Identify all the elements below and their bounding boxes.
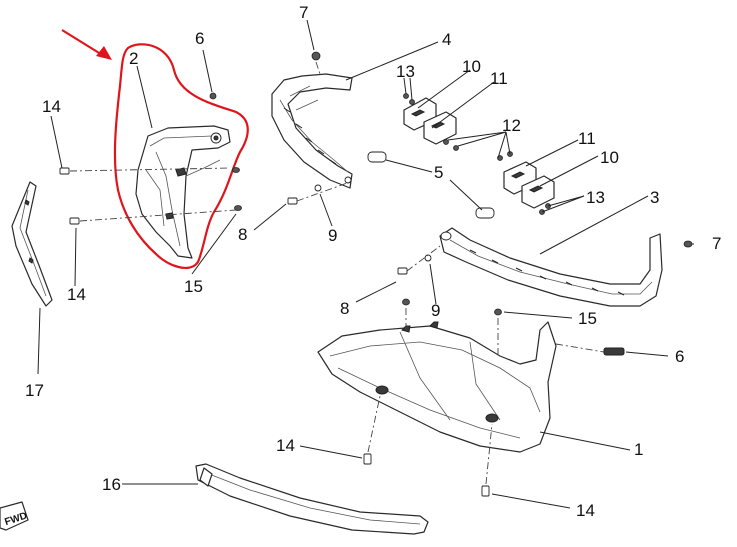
part-4-upper-bar [271, 73, 353, 189]
part-14-screw-right [481, 485, 490, 497]
part-14-screw-upper-left [59, 167, 70, 175]
callout-8-upper: 8 [238, 225, 247, 244]
callout-7-right: 7 [712, 234, 721, 253]
fwd-direction-badge: FWD [0, 501, 29, 531]
part-9-washer-lower [424, 254, 432, 262]
callout-11-lower: 11 [578, 129, 596, 148]
part-5-bushing-upper [367, 151, 387, 163]
part-1-skid-plate [317, 321, 557, 453]
callout-14-left: 14 [67, 285, 86, 304]
callout-10-upper: 10 [462, 57, 481, 76]
callout-15-left: 15 [184, 277, 203, 296]
part-3-lower-bar [439, 227, 663, 307]
callout-12: 12 [502, 116, 521, 135]
callout-8-lower: 8 [340, 299, 349, 318]
part-8-bolt-lower [397, 267, 408, 275]
highlight-arrow [61, 29, 112, 60]
part-5-bushing-lower [475, 207, 495, 219]
callout-6-right: 6 [675, 347, 684, 366]
callout-13-lower: 13 [586, 188, 605, 207]
part-6-screw-top [209, 92, 217, 100]
callout-9-upper: 9 [328, 226, 337, 245]
callout-16: 16 [102, 475, 121, 494]
part-15-nut-left-b [234, 205, 242, 211]
callout-9-lower: 9 [431, 301, 440, 320]
clamp-assembly-upper [403, 93, 459, 151]
highlight-outline [113, 43, 249, 270]
callout-13-upper: 13 [396, 62, 415, 81]
clamp-assembly-lower [497, 151, 555, 215]
callout-10-lower: 10 [600, 148, 619, 167]
part-15-nut-mid [402, 298, 410, 306]
callout-4: 4 [442, 30, 451, 49]
callout-17: 17 [25, 381, 44, 400]
part-6-bolt-right [603, 347, 625, 356]
part-7-nut-top [311, 51, 321, 61]
callout-15-right: 15 [578, 309, 597, 328]
part-17-side-trim [11, 181, 53, 307]
callout-7-top: 7 [299, 3, 308, 22]
callout-14-bottom: 14 [576, 501, 595, 520]
arrow-head [96, 46, 112, 60]
callout-3: 3 [650, 188, 659, 207]
callout-5: 5 [434, 163, 443, 182]
callout-6-top: 6 [195, 29, 204, 48]
part-14-screw-mid [363, 453, 372, 465]
callout-1: 1 [634, 440, 643, 459]
part-15-nut-left-a [232, 167, 240, 173]
callout-2: 2 [129, 49, 138, 68]
part-7-nut-right [683, 240, 693, 248]
part-15-nut-right [494, 308, 502, 316]
leader-lines [37, 19, 694, 509]
callout-11-upper: 11 [490, 69, 508, 88]
callout-14-mid: 14 [276, 436, 295, 455]
callout-14-top-left: 14 [42, 97, 61, 116]
part-8-bolt-upper [287, 197, 298, 205]
callout-labels: 2 6 14 14 17 15 7 4 13 10 11 12 11 10 13… [25, 3, 721, 520]
part-2-handguard-shell [135, 125, 231, 259]
part-9-washer-upper [314, 184, 322, 192]
part-16-front-lip [195, 463, 429, 535]
part-14-screw-lower-left [69, 217, 80, 225]
